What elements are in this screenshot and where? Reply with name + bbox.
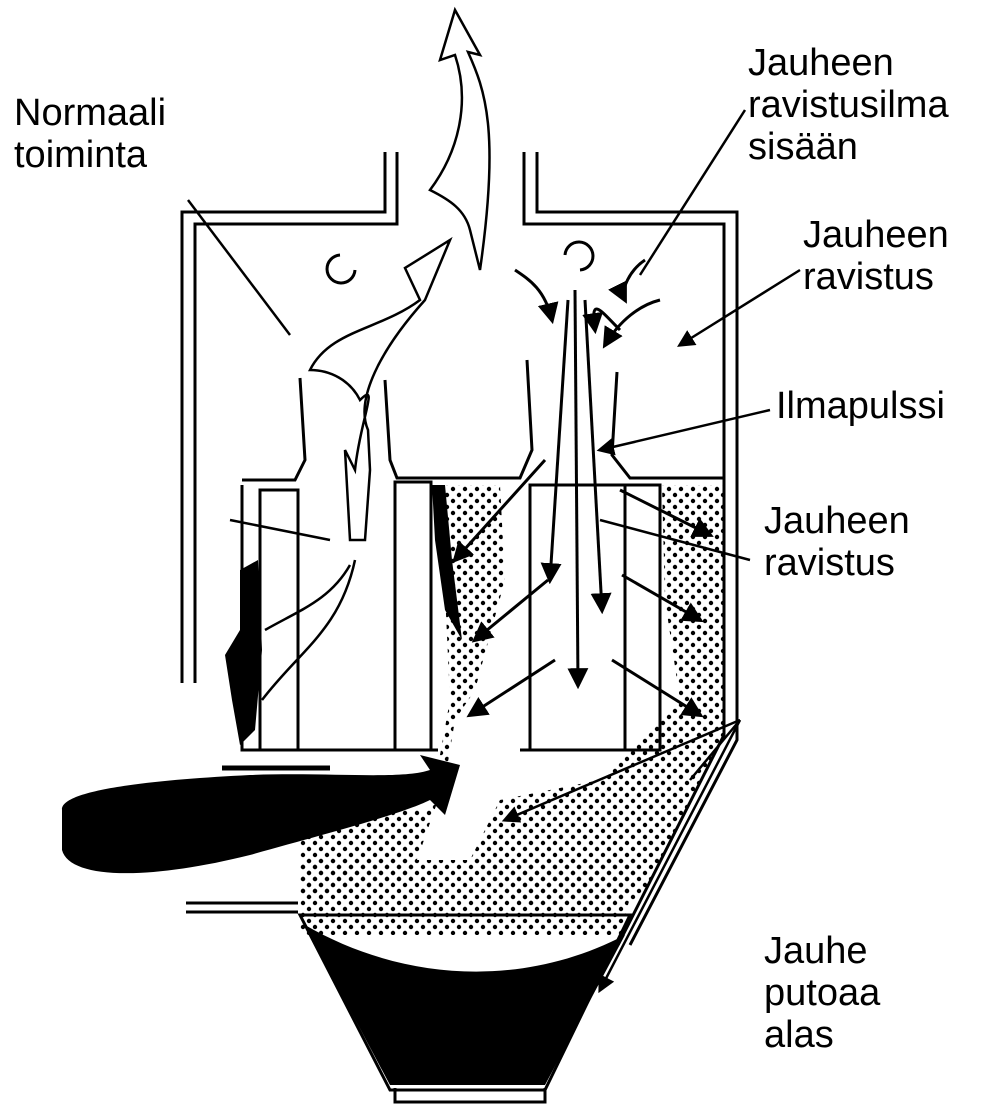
pulse-nozzles (327, 242, 593, 283)
label-powder-falls: Jauhe putoaa alas (764, 930, 880, 1056)
label-line: Normaali (14, 92, 166, 134)
label-line: ravistusilma (748, 84, 949, 126)
label-line: Jauheen (748, 42, 949, 84)
tube-sheet (242, 360, 724, 480)
label-pulse-air-in: Jauheen ravistusilma sisään (748, 42, 949, 168)
label-line: toiminta (14, 134, 166, 176)
clean-air-outlet-arrow (430, 10, 490, 270)
label-line: Jauheen (803, 214, 949, 256)
label-line: ravistus (803, 256, 949, 298)
label-line: Jauheen (764, 500, 910, 542)
normal-flow-arrow (310, 240, 450, 540)
label-line: Jauhe (764, 930, 880, 972)
label-line: ravistus (764, 542, 910, 584)
label-powder-shaking-mid: Jauheen ravistus (764, 500, 910, 584)
label-line: sisään (748, 126, 949, 168)
label-powder-shaking-top: Jauheen ravistus (803, 214, 949, 298)
label-air-pulse: Ilmapulssi (776, 385, 945, 427)
label-line: alas (764, 1014, 880, 1056)
label-normal-operation: Normaali toiminta (14, 92, 166, 176)
label-line: putoaa (764, 972, 880, 1014)
label-line: Ilmapulssi (776, 385, 945, 427)
filtered-flow-arrow (262, 560, 355, 700)
